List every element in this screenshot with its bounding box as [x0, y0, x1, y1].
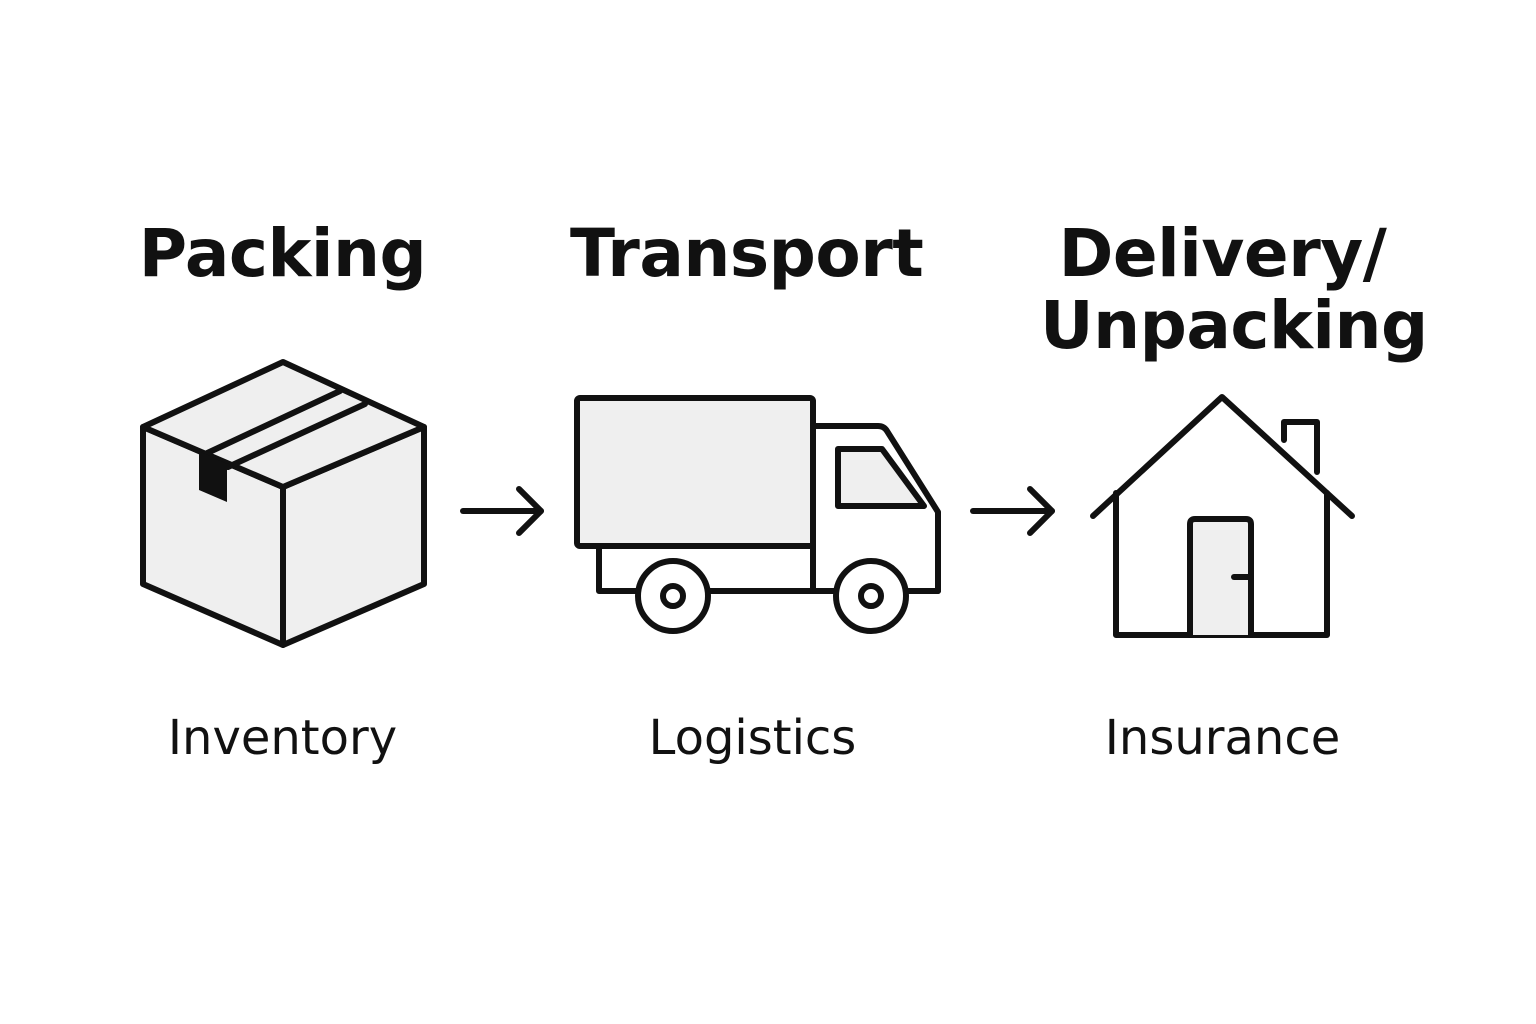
step-title-packing: Packing	[138, 215, 427, 292]
step-title-transport: Transport	[570, 215, 924, 292]
house-icon	[1090, 394, 1355, 638]
package-box-icon	[140, 359, 427, 648]
step-caption-logistics: Logistics	[648, 710, 857, 766]
delivery-truck-icon	[574, 395, 941, 634]
arrow-right-icon	[460, 486, 544, 536]
step-caption-insurance: Insurance	[1104, 710, 1341, 766]
arrow-right-icon	[970, 486, 1055, 536]
step-caption-inventory: Inventory	[167, 710, 398, 766]
step-title-delivery-unpacking: Delivery/ Unpacking	[1040, 215, 1428, 364]
